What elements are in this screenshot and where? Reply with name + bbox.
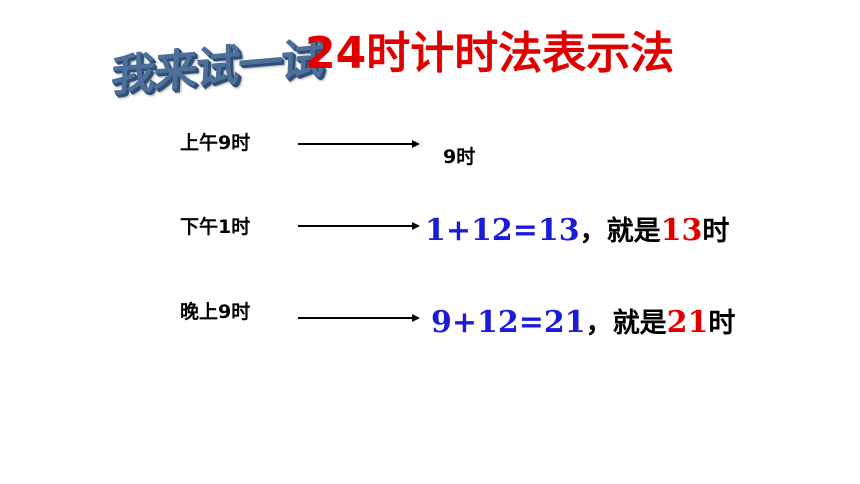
- row-highlight: 13: [660, 213, 703, 248]
- row-separator: ，: [579, 216, 607, 247]
- row-prefix: 就是: [612, 308, 667, 339]
- row-label-afternoon: 下午1时: [180, 216, 251, 238]
- row-prefix: 就是: [606, 216, 661, 247]
- row-separator: ，: [585, 308, 613, 339]
- row-label-evening: 晚上9时: [180, 301, 251, 323]
- row-highlight: 21: [666, 305, 709, 340]
- row-result-afternoon: 1+12=13，就是13时: [425, 213, 729, 250]
- arrow-right-icon: [298, 222, 420, 230]
- row-suffix: 时: [702, 216, 730, 247]
- row-equation: 1+12=13: [425, 213, 580, 248]
- wordart-badge: 我来试一试: [109, 33, 325, 103]
- slide-title: 24时计时法表示法: [305, 28, 675, 79]
- row-result-evening: 9+12=21，就是21时: [431, 305, 735, 342]
- row-equation: 9+12=21: [431, 305, 586, 340]
- arrow-right-icon: [298, 314, 420, 322]
- row-result-morning: 9时: [443, 146, 476, 168]
- row-suffix: 时: [708, 308, 736, 339]
- row-label-morning: 上午9时: [180, 132, 251, 154]
- arrow-right-icon: [298, 140, 420, 148]
